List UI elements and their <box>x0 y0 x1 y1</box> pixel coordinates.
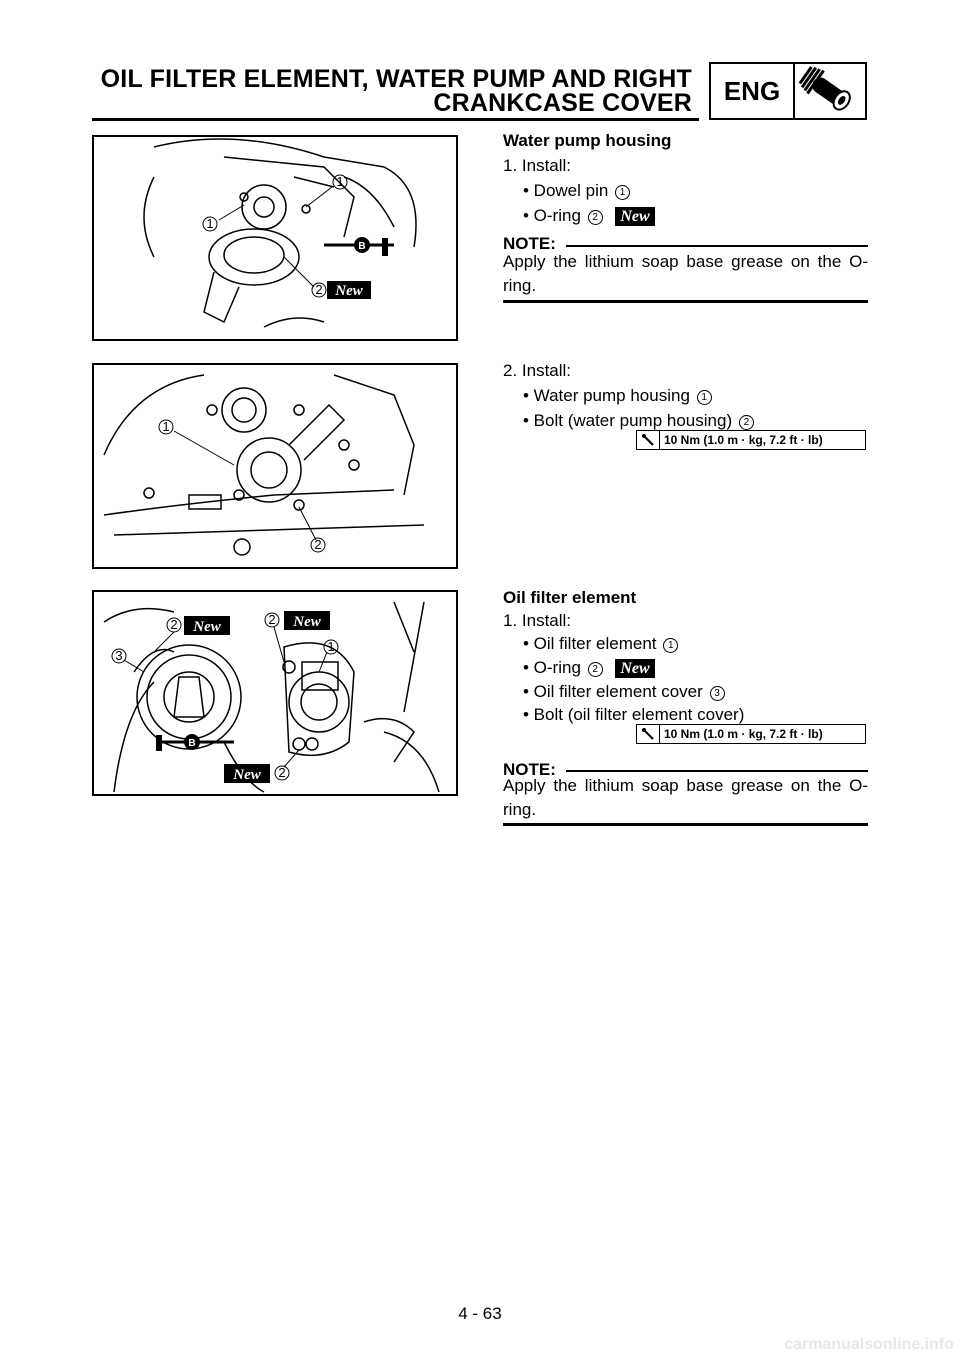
list-item-o-ring: • O-ring 2 New <box>523 205 655 227</box>
list-item-label: • O-ring <box>523 206 581 225</box>
note-label-2: NOTE: <box>503 760 556 779</box>
fig3-callout-3: 3 <box>115 648 122 663</box>
list-item-dowel-pin: • Dowel pin 1 <box>523 180 631 202</box>
ref-number: 1 <box>615 185 631 200</box>
note-text: Apply the lithium soap base grease on th… <box>503 252 868 295</box>
ref-number: 1 <box>663 638 679 653</box>
torque-value: 10 Nm (1.0 m · kg, 7.2 ft · lb) <box>664 727 823 741</box>
list-item-label: • O-ring <box>523 658 581 677</box>
header-title-line2: CRANKCASE COVER <box>433 89 692 117</box>
fig3-new-badge-2: New <box>292 614 321 630</box>
grease-gun-icon: B <box>324 237 394 256</box>
note-rule-2 <box>566 770 868 772</box>
ref-number: 2 <box>587 210 603 225</box>
torque-wrench-icon <box>637 725 660 743</box>
fig1-callout-2: 2 <box>315 282 322 297</box>
list-item-label: • Oil filter element <box>523 634 657 653</box>
list-item-oil-filter-element: • Oil filter element 1 <box>523 633 679 655</box>
figure-3-drawing: 2 2 3 1 2 New New New B <box>103 601 440 793</box>
section-badge: ENG <box>709 62 867 120</box>
fig1-grease-letter: B <box>358 241 365 252</box>
note-bottom-rule <box>503 300 868 303</box>
list-item-o-ring-oil: • O-ring 2 New <box>523 657 655 679</box>
list-item-bolt-oil-filter-cover: • Bolt (oil filter element cover) <box>523 704 744 726</box>
fig3-new-badge-3: New <box>232 767 261 783</box>
grease-gun-icon: B <box>156 734 234 751</box>
fig3-callout-1: 1 <box>327 639 334 654</box>
list-item-bolt-water-pump: • Bolt (water pump housing) 2 <box>523 410 754 432</box>
ref-number: 3 <box>709 686 725 701</box>
ref-number: 2 <box>738 415 754 430</box>
ref-number: 1 <box>696 390 712 405</box>
figure-2-drawing: 1 2 <box>103 374 425 556</box>
page-number: 4 - 63 <box>458 1304 502 1323</box>
list-item-label: • Bolt (water pump housing) <box>523 411 733 430</box>
note-label: NOTE: <box>503 234 556 253</box>
section-title-water-pump-housing: Water pump housing <box>503 131 672 150</box>
engine-bolt-icon <box>795 64 865 118</box>
fig3-new-badge-1: New <box>192 619 221 635</box>
footer-watermark: carmanualsonline.info <box>784 1336 954 1353</box>
torque-wrench-icon <box>637 431 660 449</box>
torque-value: 10 Nm (1.0 m · kg, 7.2 ft · lb) <box>664 433 823 447</box>
fig1-new-badge: New <box>334 283 363 299</box>
new-part-badge: New <box>615 659 655 678</box>
fig2-callout-2: 2 <box>314 537 321 552</box>
note-bottom-rule-2 <box>503 823 868 826</box>
list-item-oil-filter-cover: • Oil filter element cover 3 <box>523 681 725 703</box>
fig2-callout-1: 1 <box>162 419 169 434</box>
step-1-install: 1. Install: <box>503 156 572 175</box>
header-rule <box>92 118 699 121</box>
section-title-oil-filter-element: Oil filter element <box>503 588 637 607</box>
list-item-label: • Water pump housing <box>523 386 690 405</box>
ref-number: 2 <box>587 662 603 677</box>
fig1-callout-1a: 1 <box>206 216 213 231</box>
fig3-grease-letter: B <box>188 738 195 749</box>
torque-spec-2: 10 Nm (1.0 m · kg, 7.2 ft · lb) <box>636 724 866 744</box>
figure-1-drawing: 1 1 2 New B <box>143 138 417 328</box>
step-1-install-oil-filter: 1. Install: <box>503 611 572 630</box>
figure-water-pump-housing: 1 1 2 New B <box>92 135 458 341</box>
figure-water-pump-housing-installed: 1 2 <box>92 363 458 569</box>
note-rule <box>566 245 868 247</box>
header-title-line1: OIL FILTER ELEMENT, WATER PUMP AND RIGHT <box>100 65 692 93</box>
list-item-label: • Bolt (oil filter element cover) <box>523 705 745 724</box>
fig3-callout-2c: 2 <box>278 765 285 780</box>
list-item-label: • Dowel pin <box>523 181 609 200</box>
torque-spec-1: 10 Nm (1.0 m · kg, 7.2 ft · lb) <box>636 430 866 450</box>
section-label: ENG <box>711 64 795 118</box>
fig1-callout-1b: 1 <box>336 174 343 189</box>
step-2-install: 2. Install: <box>503 361 572 380</box>
note-text-2: Apply the lithium soap base grease on th… <box>503 776 868 819</box>
fig3-callout-2b: 2 <box>268 612 275 627</box>
figure-oil-filter-element: 2 2 3 1 2 New New New B <box>92 590 458 796</box>
fig3-callout-2a: 2 <box>170 617 177 632</box>
new-part-badge: New <box>615 207 655 226</box>
list-item-label: • Oil filter element cover <box>523 682 703 701</box>
list-item-water-pump-housing: • Water pump housing 1 <box>523 385 712 407</box>
